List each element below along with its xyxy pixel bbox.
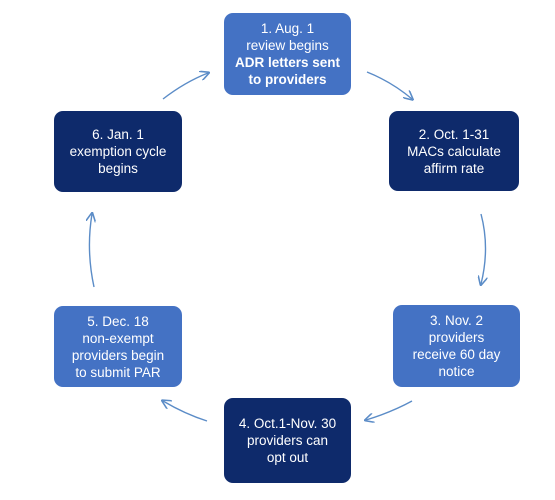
arrow-step4-to-step5 <box>163 401 208 422</box>
arrow-step1-to-step2 <box>366 71 412 99</box>
step-3-line-2: providers <box>428 330 485 345</box>
step-4-line-2: providers can <box>246 433 329 448</box>
step-3-box: 3. Nov. 2 providers receive 60 day notic… <box>393 305 520 387</box>
step-6-line-1: 6. Jan. 1 <box>92 127 144 142</box>
arrow-step6-to-step1 <box>162 73 208 100</box>
step-1-bold-line-1: ADR letters sent <box>234 55 341 70</box>
step-6-line-2: exemption cycle <box>69 144 167 159</box>
step-5-line-4: to submit PAR <box>75 364 161 380</box>
step-6-line-3: begins <box>98 161 138 176</box>
step-1-line-1: 1. Aug. 1 <box>260 21 315 36</box>
step-5-box: 5. Dec. 18 non-exempt providers begin to… <box>54 306 182 387</box>
step-5-line-3: providers begin <box>71 347 165 363</box>
step-2-box: 2. Oct. 1-31 MACs calculate affirm rate <box>389 111 519 191</box>
step-3-line-1: 3. Nov. 2 <box>429 313 484 328</box>
step-2-line-3: affirm rate <box>423 160 485 176</box>
step-4-line-1: 4. Oct.1-Nov. 30 <box>238 416 337 431</box>
step-2-line-2: MACs calculate <box>407 143 501 159</box>
step-1-bold-line-2: to providers <box>248 72 327 87</box>
step-4-box: 4. Oct.1-Nov. 30 providers can opt out <box>224 398 351 483</box>
arrow-step3-to-step4 <box>366 400 413 420</box>
step-3-line-3: receive 60 day <box>412 347 501 362</box>
step-6-box: 6. Jan. 1 exemption cycle begins <box>54 111 182 192</box>
step-2-line-1: 2. Oct. 1-31 <box>418 126 490 142</box>
step-5-line-2: non-exempt <box>82 330 154 346</box>
step-5-line-1: 5. Dec. 18 <box>87 313 149 329</box>
step-1-line-2: review begins <box>246 38 329 53</box>
arrow-step5-to-step6 <box>89 214 94 288</box>
step-4-line-3: opt out <box>266 450 309 465</box>
step-3-line-4: notice <box>438 364 475 379</box>
step-1-box: 1. Aug. 1 review begins ADR letters sent… <box>224 13 351 95</box>
arrow-step2-to-step3 <box>481 213 486 284</box>
